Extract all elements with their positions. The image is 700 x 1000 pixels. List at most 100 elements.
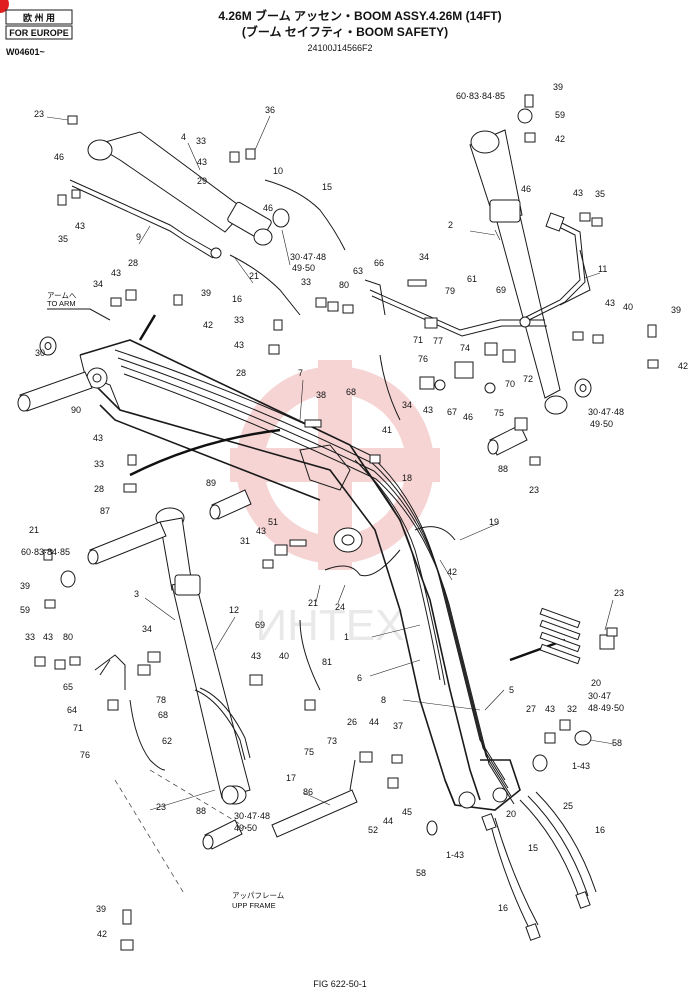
arm-cylinder	[69, 131, 273, 259]
callout: 28	[128, 258, 138, 268]
fittings-cluster	[364, 279, 547, 394]
part-number: 24100J14566F2	[307, 43, 372, 53]
callout: 23	[529, 485, 539, 495]
callout: 30	[35, 348, 45, 358]
callout: 39	[96, 904, 106, 914]
callout: 64	[67, 705, 77, 715]
callout: 35	[58, 234, 68, 244]
callout: 3	[134, 589, 139, 599]
callout: 30·47	[588, 691, 611, 701]
callout: 46	[54, 152, 64, 162]
callout: 61	[467, 274, 477, 284]
callout: 7	[298, 368, 303, 378]
callout: 80	[339, 280, 349, 290]
callout: 68	[346, 387, 356, 397]
callout: 72	[523, 374, 533, 384]
diagram-title: 4.26M ブーム アッセン・BOOM ASSY.4.26M (14FT)	[218, 8, 501, 23]
callout: 73	[327, 736, 337, 746]
callout: 1-43	[446, 850, 464, 860]
callout: 43	[423, 405, 433, 415]
callout: 31	[240, 536, 250, 546]
callout: 69	[255, 620, 265, 630]
callout: 48·49·50	[588, 703, 624, 713]
lower-hoses	[481, 791, 597, 941]
serial-range: W04601~	[6, 47, 45, 57]
callout: 18	[402, 473, 412, 483]
callout: 63	[353, 266, 363, 276]
callout: 46	[521, 184, 531, 194]
callout: 43	[251, 651, 261, 661]
callout: 33	[94, 459, 104, 469]
callout: 89	[206, 478, 216, 488]
callout: 43	[111, 268, 121, 278]
callout: 86	[303, 787, 313, 797]
callout: 36	[265, 105, 275, 115]
cable-a	[129, 428, 281, 477]
callout: 19	[489, 517, 499, 527]
callout: 43	[75, 221, 85, 231]
callout: 4	[181, 132, 186, 142]
callout: 44	[383, 816, 393, 826]
callout: 71	[413, 335, 423, 345]
callout: 58	[416, 868, 426, 878]
callout: 42	[203, 320, 213, 330]
callout: 66	[374, 258, 384, 268]
callout: 33	[301, 277, 311, 287]
region-stamp-line2: FOR EUROPE	[9, 28, 69, 38]
callout: 60·83·84·85	[456, 91, 505, 101]
callout: 43	[545, 704, 555, 714]
callout: 34	[93, 279, 103, 289]
callout: 5	[509, 685, 514, 695]
boom-body	[79, 339, 521, 811]
callout: 59	[555, 110, 565, 120]
callout: 76	[80, 750, 90, 760]
callout: 20	[591, 678, 601, 688]
callout: 75	[304, 747, 314, 757]
callout: 39	[20, 581, 30, 591]
hose-68-left	[129, 699, 166, 771]
callout: 43	[234, 340, 244, 350]
callout: 26	[347, 717, 357, 727]
callout: 9	[136, 232, 141, 242]
callout: 90	[71, 405, 81, 415]
callout: 16	[232, 294, 242, 304]
callout: 59	[20, 605, 30, 615]
callout: 65	[63, 682, 73, 692]
callout: 27	[526, 704, 536, 714]
callout: 58	[612, 738, 622, 748]
callout: 23	[614, 588, 624, 598]
callout: 80	[63, 632, 73, 642]
callout: 43	[43, 632, 53, 642]
callout: 28	[94, 484, 104, 494]
callout: 41	[382, 425, 392, 435]
callout: 68	[158, 710, 168, 720]
callout: 28	[236, 368, 246, 378]
callout: 30·47·48	[290, 252, 326, 262]
callout: 25	[563, 801, 573, 811]
callout: 74	[460, 343, 470, 353]
cable-b	[138, 314, 157, 341]
hose-15-top	[264, 179, 346, 251]
boom-cylinder-right	[469, 129, 586, 415]
callout: 49·50	[590, 419, 613, 429]
callout: 33	[234, 315, 244, 325]
callout: 16	[595, 825, 605, 835]
callout: 67	[447, 407, 457, 417]
callout: 37	[393, 721, 403, 731]
region-stamp-line1: 欧 州 用	[23, 12, 55, 23]
callout: 21	[308, 598, 318, 608]
hose-11	[559, 249, 591, 306]
upp-frame-label-en: UPP FRAME	[232, 901, 276, 910]
callout: 33	[25, 632, 35, 642]
callout: 43	[93, 433, 103, 443]
callout: 46	[263, 203, 273, 213]
hose-68	[379, 354, 401, 421]
callout: 39	[671, 305, 681, 315]
callout: 79	[445, 286, 455, 296]
callout: 21	[249, 271, 259, 281]
callout: 39	[553, 82, 563, 92]
callout: 20	[506, 809, 516, 819]
to-arm-arrow	[47, 308, 111, 321]
callout: 45	[402, 807, 412, 817]
